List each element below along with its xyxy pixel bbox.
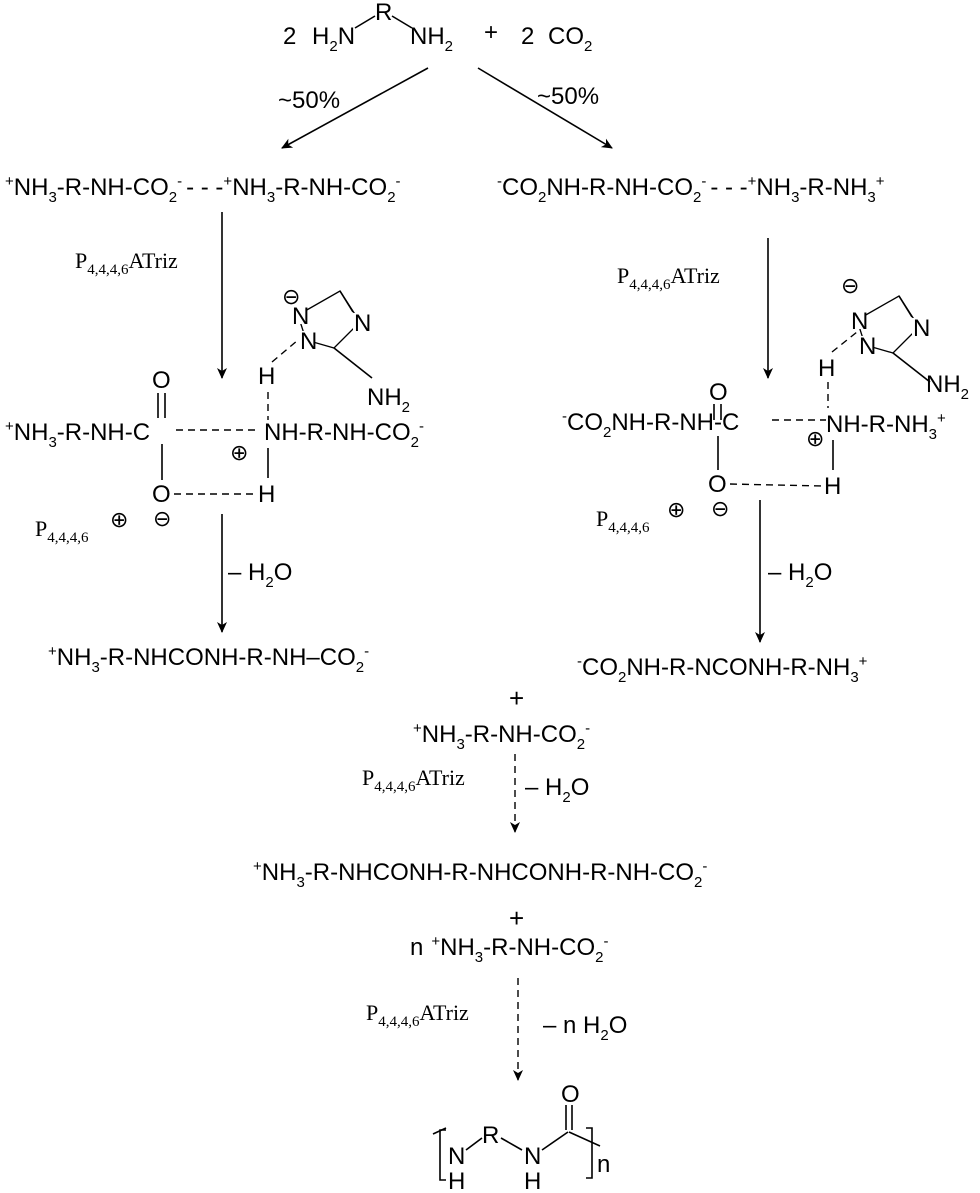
polymer-h2: H [524,1168,541,1193]
left-phosphonium-cation: P4,4,4,6 [35,516,89,546]
bond-n1-r [465,1137,483,1151]
proton-h2: H [824,473,841,500]
left-minus-water: – H2O [228,559,292,591]
polymer-h1: H [448,1168,465,1193]
triazole-n4: N [913,315,930,342]
triazole-amino: NH2 [367,384,410,416]
chain-minus-n-water: – n H2O [543,1012,627,1044]
amine-bond-left [354,15,376,29]
left-catalyst-label: P4,4,4,6ATriz [75,248,178,278]
proton-h1: H [258,363,275,390]
bond-n2-c [541,1131,569,1151]
branch-arrow-right [477,67,613,149]
reactants: 2 H2N R NH2 + 2 CO2 [283,0,592,55]
co2-reactant: CO2 [548,23,592,55]
polyurea-repeat-unit: N H R N H O n [432,1081,610,1193]
chain-minus-water-1: – H2O [525,774,589,806]
repeat-bracket-left [439,1129,446,1181]
right-transition-state: O -CO2NH-R-NH-C NH-R-NH3+ O H H ⊕ ⊖ [562,331,946,521]
carbonyl-oxygen: O [709,379,728,406]
triazole-negative-charge: ⊖ [841,273,859,298]
triazole-n2: N [859,333,876,360]
left-carbamate-ion-pair: +NH3-R-NH-CO2-- - -+NH3-R-NH-CO2- [5,173,401,206]
ammonium-positive-charge: ⊕ [806,426,824,451]
triazole-negative-charge: ⊖ [282,284,300,309]
alkoxide-oxygen: O [708,471,727,498]
co2-coefficient: 2 [521,23,534,50]
triazole-amino-bond [333,347,373,379]
triazole-n1: N [292,303,309,330]
oligourea-dimer: +NH3-R-NHCONH-R-NHCONH-R-NH-CO2- [253,858,707,891]
n-monomer-carbamate: n+NH3-R-NH-CO2- [410,933,608,966]
proton-h2: H [258,481,275,508]
carbonyl-oxygen: O [152,367,171,394]
triazole-amino-bond [892,352,931,383]
plus-sign-1: + [509,683,524,713]
amine-right-group: NH2 [410,23,453,55]
o-h-hbond [729,483,823,487]
left-phosphonium-charge: ⊕ [110,507,128,532]
polymer-n1: N [448,1143,465,1170]
left-triazolate-anion: N N N NH2 ⊖ [282,284,410,416]
left-urea-product: +NH3-R-NHCONH-R-NH–CO2- [48,643,369,676]
reactant-plus: + [484,19,498,46]
right-ts-carbamate: -CO2NH-R-NH-C [562,408,739,441]
amine-left-group: H2N [312,23,355,55]
h-triazole-hbond [831,331,858,353]
triazole-double-bond [339,290,354,313]
branch-arrow-left [281,67,429,149]
monomer-carbamate-1: +NH3-R-NH-CO2- [413,720,590,753]
triazole-n1: N [851,308,868,335]
amine-R-label: R [375,0,392,26]
polymer-n2: N [524,1143,541,1170]
left-transition-state: O +NH3-R-NH-C NH-R-NH-CO2- O H H ⊕ ⊖ [5,339,424,531]
right-catalyst-label: P4,4,4,6ATriz [617,263,720,293]
repeat-count-n: n [597,1151,610,1178]
triazole-amino: NH2 [926,371,969,403]
alkoxide-negative-charge: ⊖ [153,506,171,531]
polymer-oxygen: O [561,1081,580,1108]
chain-end-left [432,1127,447,1135]
right-carbamate-ion-pair: -CO2NH-R-NH-CO2-- - -+NH3-R-NH3+ [497,173,885,206]
branch-right-percent: ~50% [537,83,599,110]
triazole-n2: N [300,328,317,355]
right-urea-product: -CO2NH-R-NCONH-R-NH3+ [577,653,868,686]
right-phosphonium-charge: ⊕ [667,497,685,522]
reactant-coefficient: 2 [283,23,296,50]
left-ts-amine: NH-R-NH-CO2- [264,418,424,451]
chain-catalyst-label-2: P4,4,4,6ATriz [366,1000,469,1030]
right-ts-amine: NH-R-NH3+ [826,410,946,443]
repeat-bracket-right [586,1127,593,1179]
proton-h1: H [818,355,835,382]
ammonium-positive-charge: ⊕ [230,440,248,465]
h-triazole-hbond [271,339,299,363]
bond-c-chain [568,1131,601,1147]
right-triazolate-anion: N N N NH2 ⊖ [841,273,969,403]
amine-bond-right [391,15,413,29]
bond-r-n2 [500,1137,523,1151]
plus-sign-2: + [509,903,524,933]
branch-left-percent: ~50% [278,87,340,114]
alkoxide-oxygen: O [152,481,171,508]
right-phosphonium-cation: P4,4,4,6 [596,506,650,536]
right-minus-water: – H2O [768,559,832,591]
left-ts-carbamate: +NH3-R-NH-C [5,418,150,451]
triazole-n4: N [354,310,371,337]
alkoxide-negative-charge: ⊖ [711,496,729,521]
triazole-double-bond [898,295,913,318]
chain-catalyst-label-1: P4,4,4,6ATriz [362,765,465,795]
polymer-r: R [482,1122,499,1149]
